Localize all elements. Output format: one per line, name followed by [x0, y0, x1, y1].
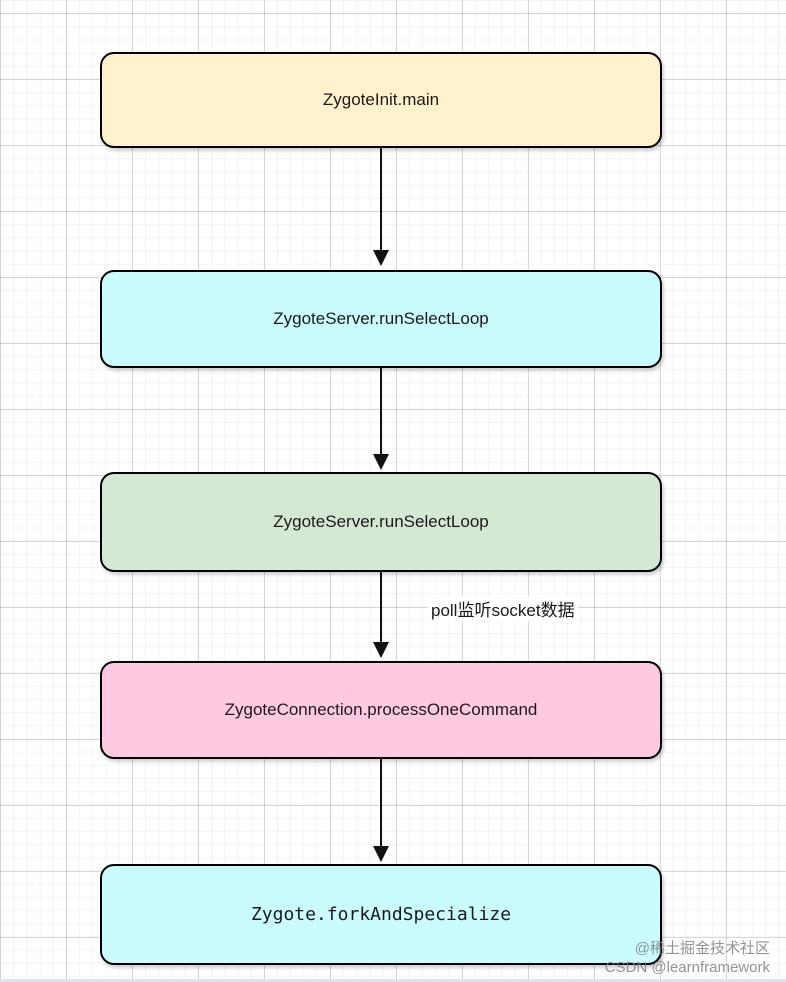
arrow-head-down-icon [373, 846, 389, 862]
flow-node-label: ZygoteServer.runSelectLoop [273, 309, 489, 328]
flow-node-zygoteinit-main: ZygoteInit.main [100, 52, 662, 148]
watermark: @稀土掘金技术社区 CSDN @learnframework [605, 939, 770, 977]
flow-node-label: Zygote.forkAndSpecialize [250, 904, 512, 925]
watermark-line-csdn: CSDN @learnframework [604, 959, 770, 976]
arrow-head-down-icon [373, 250, 389, 266]
flow-node-zygoteserver-runselectloop-2: ZygoteServer.runSelectLoop [100, 472, 662, 572]
arrow-line-4 [380, 759, 382, 847]
edge-label-poll-socket: poll监听socket数据 [428, 596, 578, 621]
flow-node-label: ZygoteConnection.processOneCommand [224, 700, 538, 719]
flow-node-zygoteserver-runselectloop-1: ZygoteServer.runSelectLoop [100, 270, 662, 368]
arrow-head-down-icon [373, 642, 389, 658]
bottom-edge-line [0, 979, 786, 982]
flow-node-zygote-forkandspecialize: Zygote.forkAndSpecialize [100, 864, 662, 965]
arrow-line-3 [380, 572, 382, 643]
watermark-line-juejin: @稀土掘金技术社区 [634, 940, 770, 957]
flow-node-label: ZygoteInit.main [322, 90, 440, 109]
flow-node-label: ZygoteServer.runSelectLoop [273, 512, 489, 531]
arrow-line-1 [380, 148, 382, 250]
flow-node-zygoteconnection-processonecommand: ZygoteConnection.processOneCommand [100, 661, 662, 759]
arrow-line-2 [380, 368, 382, 455]
arrow-head-down-icon [373, 454, 389, 470]
